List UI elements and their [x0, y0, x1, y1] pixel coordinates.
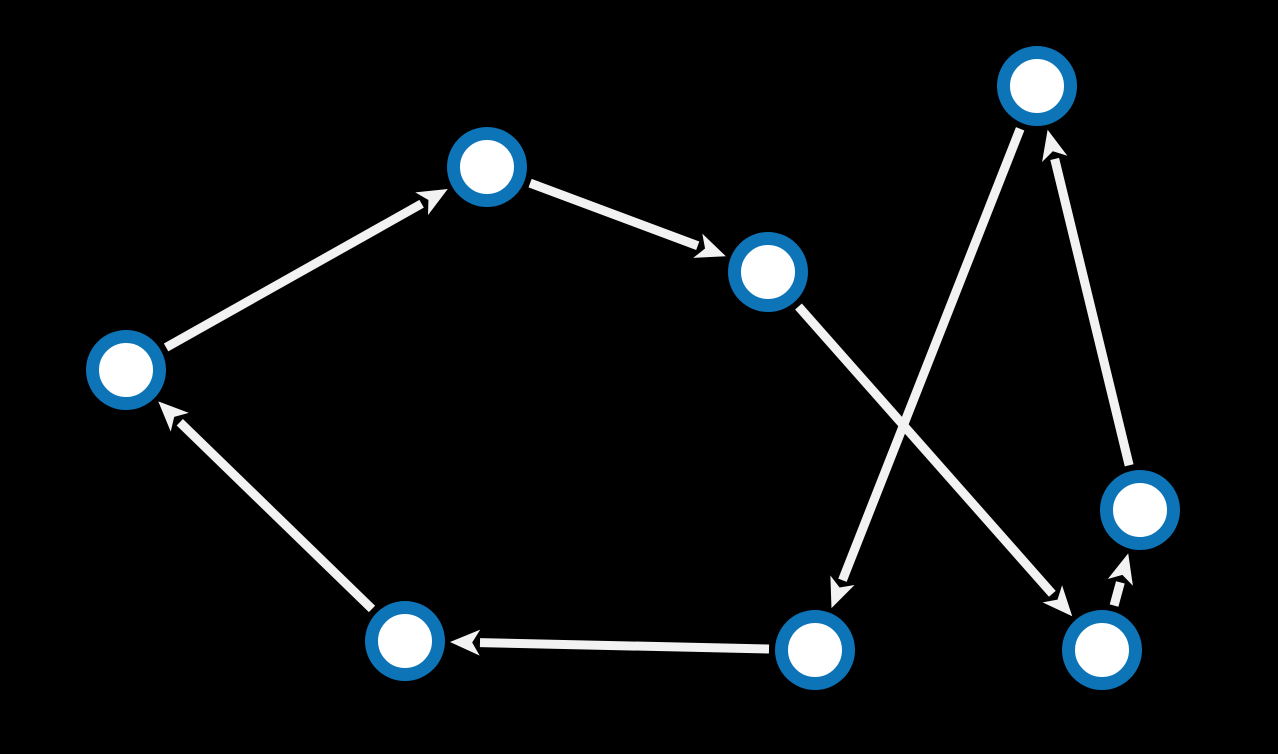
graph-node[interactable] — [1062, 610, 1142, 690]
graph-edge-arrowhead — [830, 575, 855, 609]
graph-node[interactable] — [997, 46, 1077, 126]
edge-layer — [158, 127, 1134, 656]
graph-edge-arrowhead — [1042, 585, 1073, 617]
graph-edge-arrowhead — [1107, 553, 1133, 586]
graph-edge-shaft — [176, 419, 376, 613]
graph-node[interactable] — [365, 601, 445, 681]
graph-node-circle[interactable] — [365, 601, 445, 681]
graph-edge-arrowhead — [449, 629, 481, 656]
graph-node[interactable] — [447, 127, 527, 207]
graph-edge-shaft — [795, 303, 1056, 597]
graph-edge-shaft — [479, 638, 770, 654]
graph-edge-shaft — [528, 178, 700, 250]
graph-edge-arrowhead — [693, 233, 726, 258]
graph-edge-arrowhead — [1042, 129, 1068, 162]
graph-node[interactable] — [86, 330, 166, 410]
graph-node-circle[interactable] — [1100, 470, 1180, 550]
graph-node-circle[interactable] — [997, 46, 1077, 126]
graph-edge-shaft — [1050, 157, 1134, 467]
graph-edge-shaft — [838, 127, 1025, 582]
graph-edge-shaft — [163, 199, 424, 352]
graph-edge-shaft — [1109, 581, 1125, 607]
graph-node-circle[interactable] — [447, 127, 527, 207]
graph-edge-arrowhead — [415, 189, 448, 216]
graph-edge-arrowhead — [158, 401, 189, 432]
graph-node[interactable] — [775, 610, 855, 690]
graph-node[interactable] — [1100, 470, 1180, 550]
graph-node[interactable] — [728, 232, 808, 312]
graph-node-circle[interactable] — [728, 232, 808, 312]
graph-node-circle[interactable] — [86, 330, 166, 410]
graph-node-circle[interactable] — [775, 610, 855, 690]
graph-node-circle[interactable] — [1062, 610, 1142, 690]
node-layer — [86, 46, 1180, 690]
